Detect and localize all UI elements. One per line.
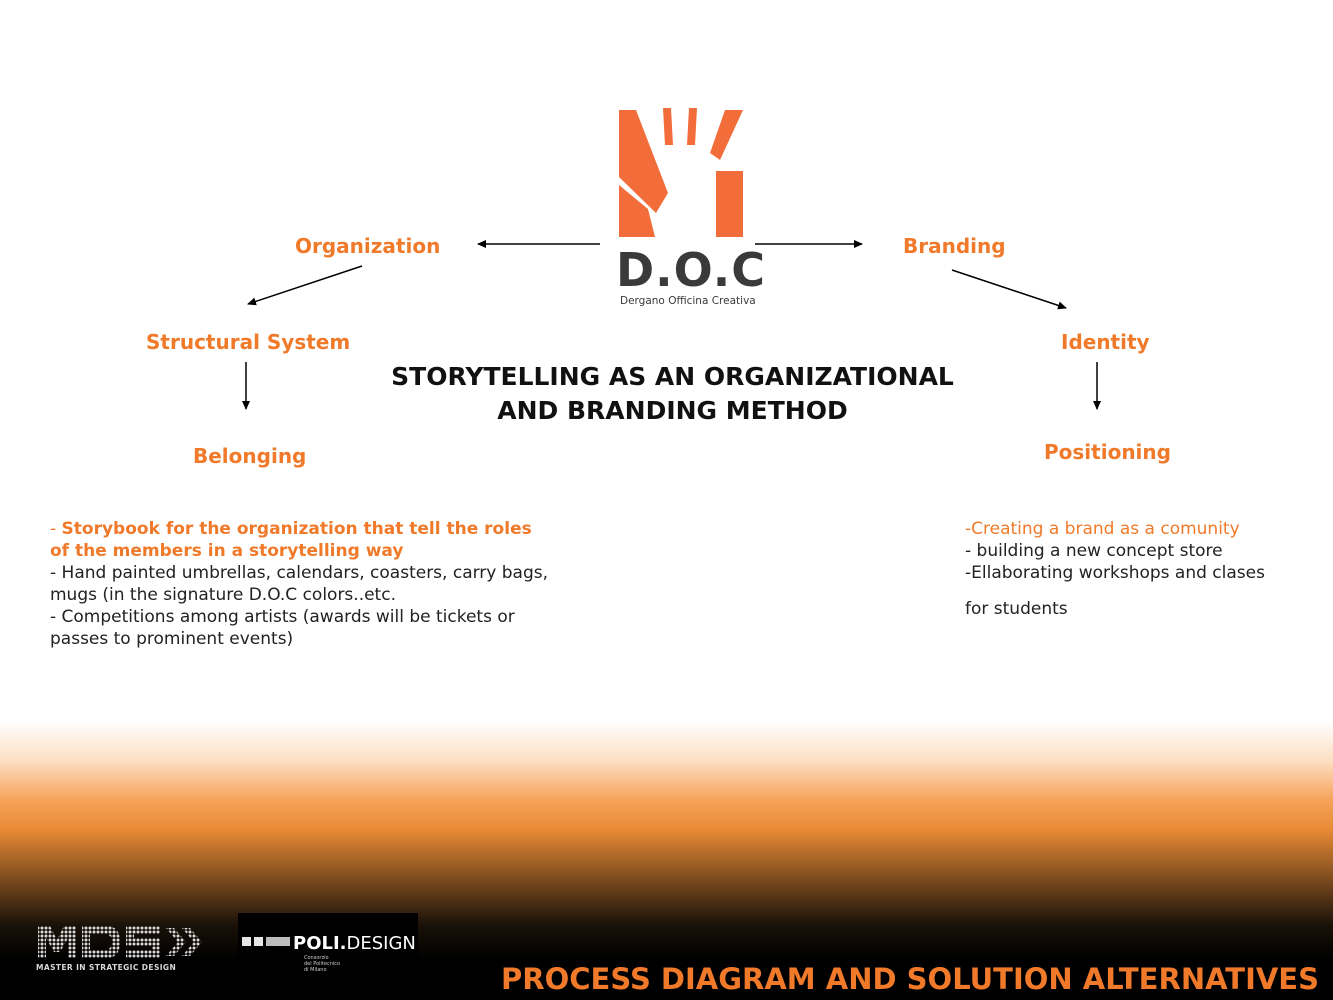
doc-logo-tagline: Dergano Officina Creativa [620,295,756,307]
positioning-solutions-list: -Creating a brand as a comunity - buildi… [965,518,1315,620]
positioning-item-community-brand: -Creating a brand as a comunity [965,519,1240,539]
polidesign-wordmark-bold: POLI. [293,933,347,954]
node-belonging: Belonging [193,444,307,468]
polidesign-wordmark-rest: DESIGN [346,933,416,954]
doc-logo-mark [619,108,743,237]
positioning-item-concept-store: - building a new concept store [965,541,1223,561]
polidesign-logo: POLI.DESIGN Consorzio del Politecnico di… [238,913,418,985]
arrow-organization-to-structural [247,265,363,306]
node-identity: Identity [1061,330,1150,354]
diagram-title: STORYTELLING AS AN ORGANIZATIONAL AND BR… [330,360,1015,428]
positioning-item-workshops: -Ellaborating workshops and clases [965,563,1265,583]
belonging-item-competitions: - Competitions among artists (awards wil… [50,607,515,649]
doc-logo-wordmark: D.O.C [616,243,766,297]
mds-logo-subtitle: MASTER IN STRATEGIC DESIGN [36,963,177,972]
diagram-title-line1: STORYTELLING AS AN ORGANIZATIONAL [391,362,954,391]
process-arrows [242,240,1101,410]
node-branding: Branding [903,234,1006,258]
diagram-title-line2: AND BRANDING METHOD [497,396,848,425]
belonging-item-storybook-text: Storybook for the organization that tell… [50,519,532,561]
polidesign-square-icon [242,937,251,946]
belonging-solutions-list: - Storybook for the organization that te… [50,518,555,650]
polidesign-square-icon [254,937,263,946]
positioning-item-students: for students [965,599,1068,619]
node-organization: Organization [295,234,441,258]
belonging-item-merchandise: - Hand painted umbrellas, calendars, coa… [50,563,549,605]
polidesign-wordmark: POLI.DESIGN [293,933,416,954]
doc-logo: D.O.C Dergano Officina Creativa [612,105,765,315]
belonging-item-storybook: - Storybook for the organization that te… [50,518,555,562]
node-positioning: Positioning [1044,440,1171,464]
polidesign-subtitle: Consorzio del Politecnico di Milano [304,955,341,973]
arrow-branding-to-identity [951,269,1067,310]
polidesign-square-icon [266,937,290,946]
mds-logo: MASTER IN STRATEGIC DESIGN [36,922,216,974]
belonging-item-dash: - [50,519,62,539]
slide-title: PROCESS DIAGRAM AND SOLUTION ALTERNATIVE… [501,962,1319,996]
node-structural-system: Structural System [146,330,351,354]
mds-logo-mark [38,926,202,958]
